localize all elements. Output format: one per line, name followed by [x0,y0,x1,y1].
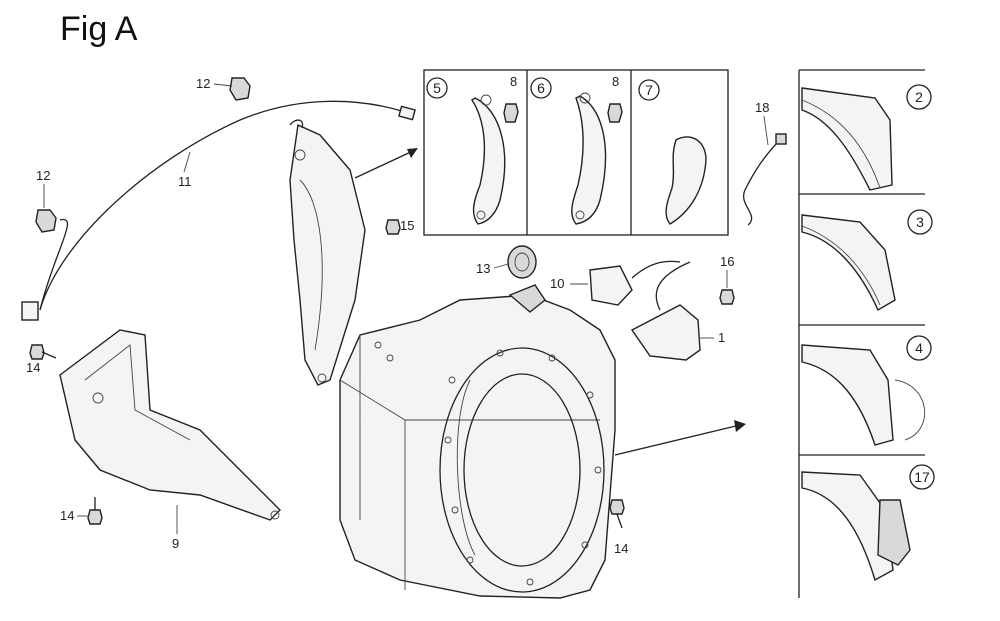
callout-16: 16 [720,254,734,269]
callout-10: 10 [550,276,564,291]
variant-panel-5-6-7: 5 8 6 8 7 [423,69,729,236]
callout-5: 5 [433,80,441,96]
screw-14c-head [609,499,625,515]
callout-12a: 12 [196,76,210,91]
callout-1: 1 [718,330,725,345]
wire-terminal-top [398,105,416,121]
callout-4: 4 [915,340,923,356]
wire-terminal-bottom [21,301,39,321]
figure-title: Fig A [60,10,138,48]
callout-11: 11 [178,174,192,189]
callout-8b: 8 [612,74,619,89]
screw-14b-head [87,509,103,525]
shroud-opening-outer [439,347,605,593]
arrow-to-panel-head [407,148,418,158]
detail-17-shape [801,471,894,582]
callout-8a: 8 [510,74,517,89]
side-shroud-body [289,123,366,386]
callout-12b: 12 [36,168,50,183]
callout-14c: 14 [614,541,628,556]
clip-8b [607,103,623,123]
side-shroud: 15 [289,119,418,386]
callout-14b: 14 [60,508,74,523]
shroud-variant-6 [571,95,607,225]
shroud-tab [508,284,546,313]
shroud-variant-5 [471,97,506,225]
callout-2: 2 [915,89,923,105]
detail-4-shape [801,344,894,446]
shroud-opening-inner [463,373,581,567]
wire-18 [742,139,781,226]
callout-9: 9 [172,536,179,551]
screw-14a-head [29,344,45,360]
switch-10 [589,265,633,306]
fan-shroud: 14 [339,284,746,599]
detail-3-shape [801,214,896,311]
wire-11 [39,100,406,311]
clip-8a [503,103,519,123]
callout-6: 6 [537,80,545,96]
callout-14a: 14 [26,360,40,375]
arrow-to-detail-head [734,420,746,432]
grommet-13 [507,245,537,279]
small-parts: 13 10 1 16 18 [476,100,787,361]
clamp-12-left [35,209,57,233]
bracket-17 [877,499,911,566]
screw-15-head [385,219,401,235]
arrow-to-panel [354,149,416,179]
fan-shroud-body [339,294,616,599]
shroud-variant-7 [665,136,707,225]
wire-18-end [775,133,787,145]
callout-15: 15 [400,218,414,233]
sensor-1 [630,304,701,361]
wire-harness: 11 12 12 [21,76,416,321]
clamp-12-top [229,77,251,101]
detail-2-shape [801,87,893,191]
callout-7: 7 [645,82,653,98]
detail-column: 2 3 4 17 [798,69,935,598]
callout-17: 17 [914,469,930,485]
callout-18: 18 [755,100,769,115]
screw-16-head [719,289,735,305]
arrow-to-detail [614,424,741,456]
lower-cover: 9 14 14 [26,329,281,551]
callout-13: 13 [476,261,490,276]
cover-9 [59,329,281,521]
callout-3: 3 [916,214,924,230]
